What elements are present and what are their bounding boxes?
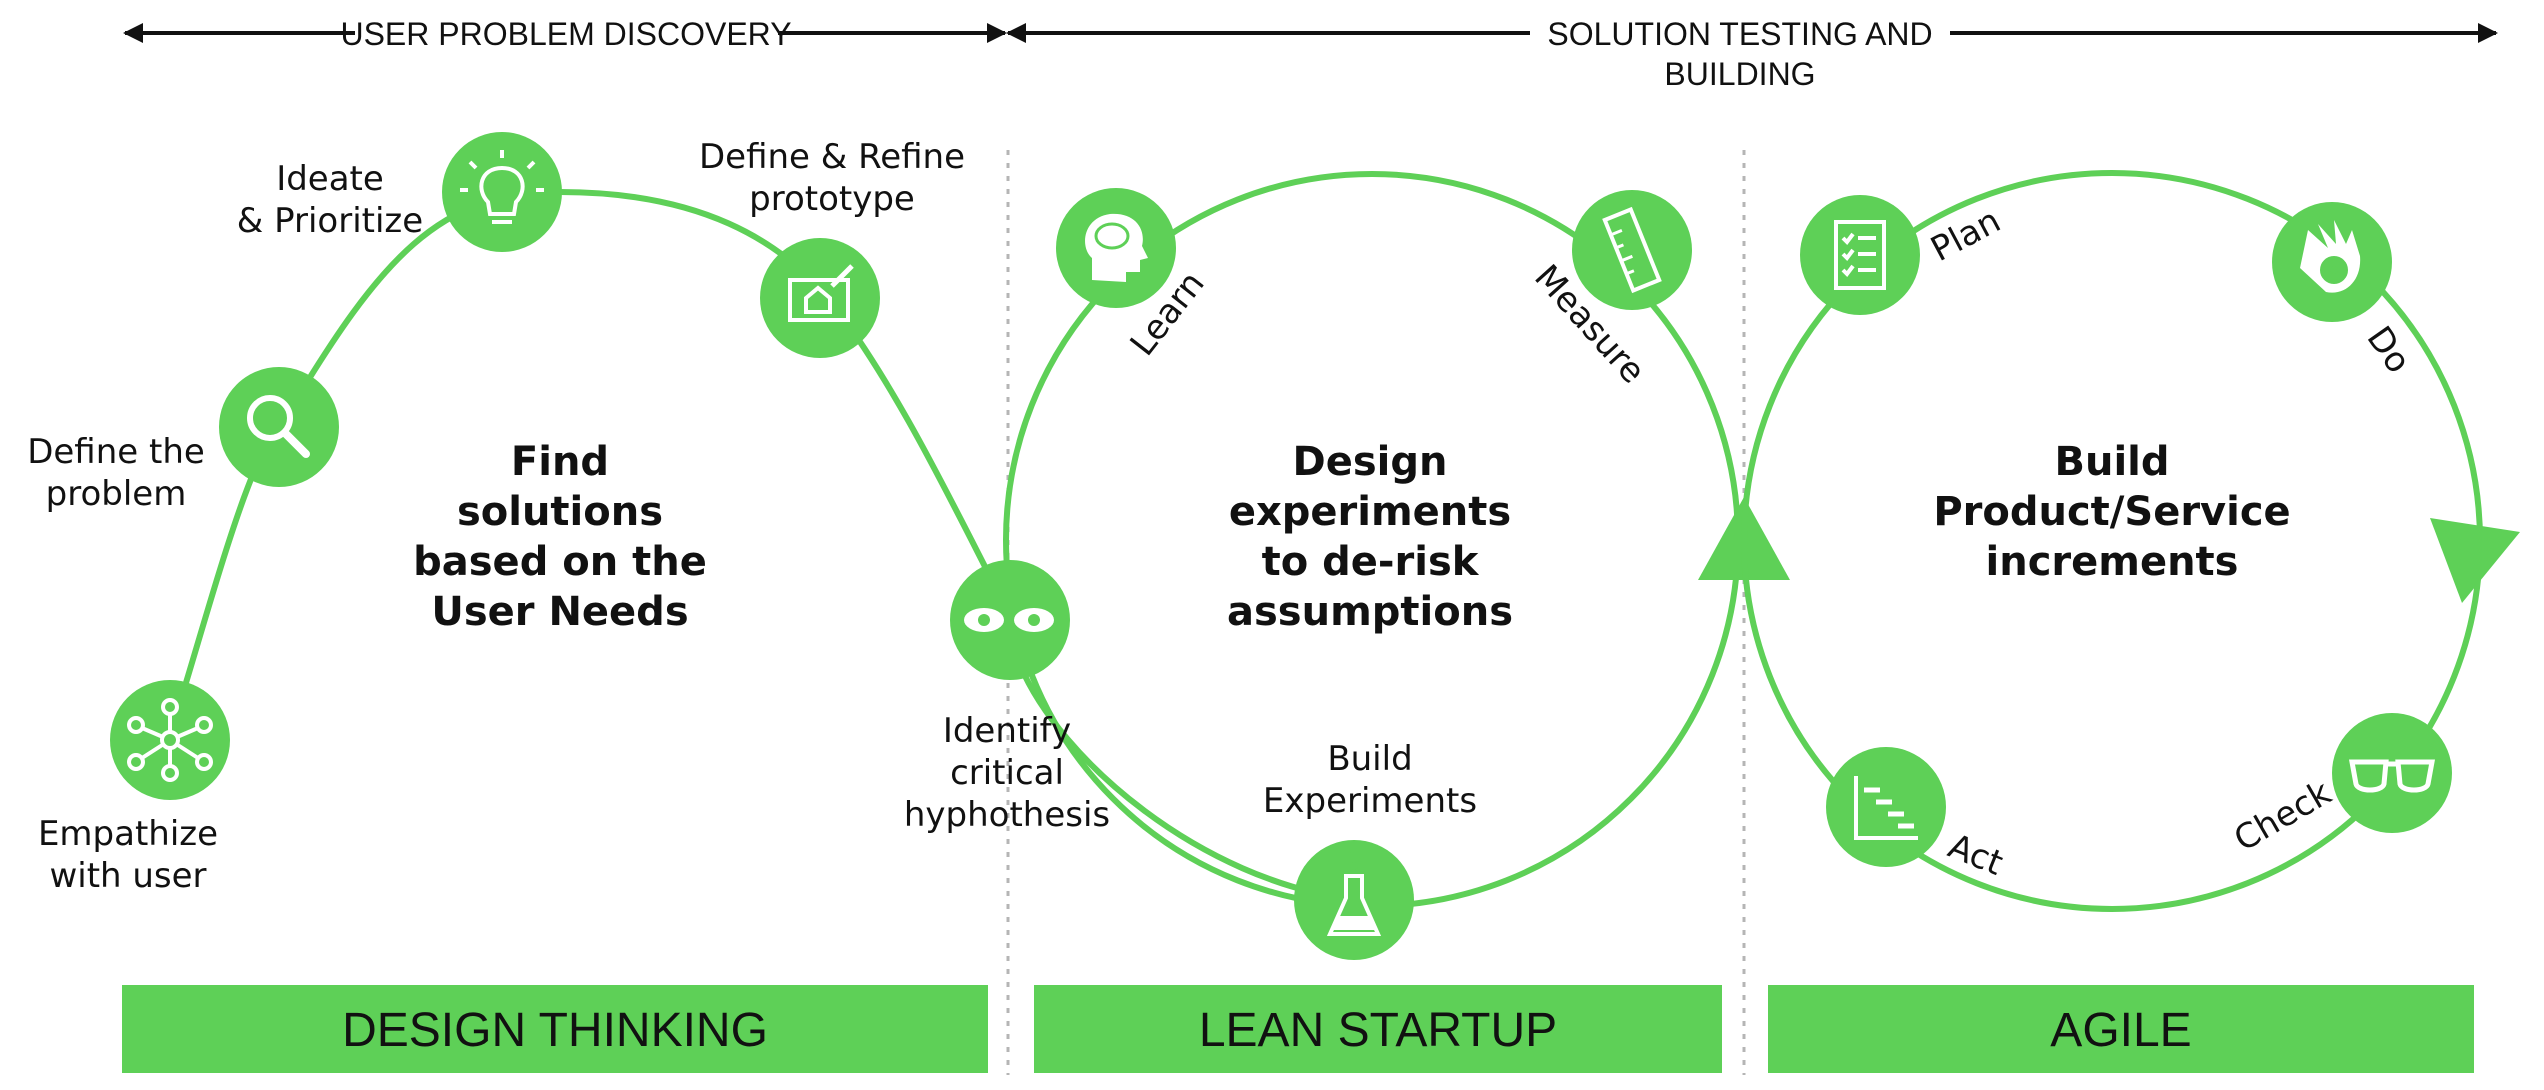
lean-startup-center-text: assumptions bbox=[1227, 589, 1513, 635]
step-ideate-label: Ideate bbox=[276, 159, 384, 199]
flask-icon bbox=[1326, 847, 1382, 936]
hand-gear-icon bbox=[2300, 220, 2361, 293]
band-lean-startup bbox=[1034, 985, 1722, 1073]
step-define-label: Define the bbox=[27, 432, 205, 472]
ruler-icon bbox=[1602, 206, 1662, 294]
lean-startup-center-text: to de-risk bbox=[1262, 539, 1480, 585]
lightbulb-icon bbox=[460, 150, 544, 224]
step-ideate-label: & Prioritize bbox=[237, 201, 423, 241]
band-design-thinking bbox=[122, 985, 988, 1073]
step-act bbox=[1826, 747, 1946, 867]
step-refine-label: Define & Refine bbox=[699, 137, 965, 177]
band-lean-startup-label: LEAN STARTUP bbox=[1199, 1004, 1557, 1057]
step-empathize-label: Empathize bbox=[38, 814, 218, 854]
magnifier-icon bbox=[247, 395, 310, 458]
network-users-icon bbox=[127, 698, 213, 782]
step-empathize bbox=[110, 680, 230, 800]
blueprint-house-icon bbox=[788, 264, 854, 322]
step-refine-label: prototype bbox=[749, 179, 915, 219]
phase-discovery-label: USER PROBLEM DISCOVERY bbox=[340, 16, 791, 52]
step-empathize-label: with user bbox=[49, 856, 206, 896]
design-thinking-center-text: based on the bbox=[413, 539, 707, 585]
step-define-label: problem bbox=[46, 474, 187, 514]
band-agile-label: AGILE bbox=[2050, 1004, 2191, 1057]
agile-center-text: increments bbox=[1986, 539, 2239, 585]
step-define bbox=[219, 367, 339, 487]
lean-startup-center-text: Design bbox=[1293, 439, 1448, 485]
step-measure bbox=[1572, 190, 1692, 310]
step-plan bbox=[1800, 195, 1920, 315]
band-agile bbox=[1768, 985, 2474, 1073]
step-build-experiments bbox=[1294, 840, 1414, 960]
step-ideate bbox=[442, 132, 562, 252]
step-identify bbox=[950, 560, 1070, 680]
eyes-icon bbox=[964, 608, 1054, 632]
step-build-experiments-label: Build bbox=[1327, 739, 1412, 779]
lean-startup-center-text: experiments bbox=[1229, 489, 1511, 535]
phase-testing-label-line2: BUILDING bbox=[1664, 56, 1815, 92]
glasses-icon bbox=[2349, 759, 2435, 793]
agile-center-text: Product/Service bbox=[1933, 489, 2290, 535]
design-thinking-center-text: Find bbox=[511, 439, 609, 485]
brain-head-icon bbox=[1085, 213, 1148, 282]
step-identify-label: critical bbox=[950, 753, 1064, 793]
design-thinking-center-text: solutions bbox=[457, 489, 663, 535]
phase-testing-label-line1: SOLUTION TESTING AND bbox=[1547, 16, 1932, 52]
loop-arrow-down-icon bbox=[2430, 518, 2520, 603]
step-refine bbox=[760, 238, 880, 358]
step-learn bbox=[1056, 188, 1176, 308]
step-identify-label: Identify bbox=[943, 711, 1071, 751]
agile-center-text: Build bbox=[2054, 439, 2169, 485]
step-identify-label: hyphothesis bbox=[904, 795, 1110, 835]
band-design-thinking-label: DESIGN THINKING bbox=[342, 1004, 768, 1057]
gantt-chart-icon bbox=[1854, 776, 1918, 840]
checklist-icon bbox=[1834, 220, 1886, 290]
step-build-experiments-label: Experiments bbox=[1263, 781, 1477, 821]
step-do bbox=[2272, 202, 2392, 322]
phase-arrows: USER PROBLEM DISCOVERY SOLUTION TESTING … bbox=[123, 16, 2498, 92]
design-thinking-center-text: User Needs bbox=[431, 589, 688, 635]
step-check bbox=[2332, 713, 2452, 833]
step-plan-label: Plan bbox=[1924, 201, 2007, 270]
identify-link-curve bbox=[1017, 663, 1355, 903]
